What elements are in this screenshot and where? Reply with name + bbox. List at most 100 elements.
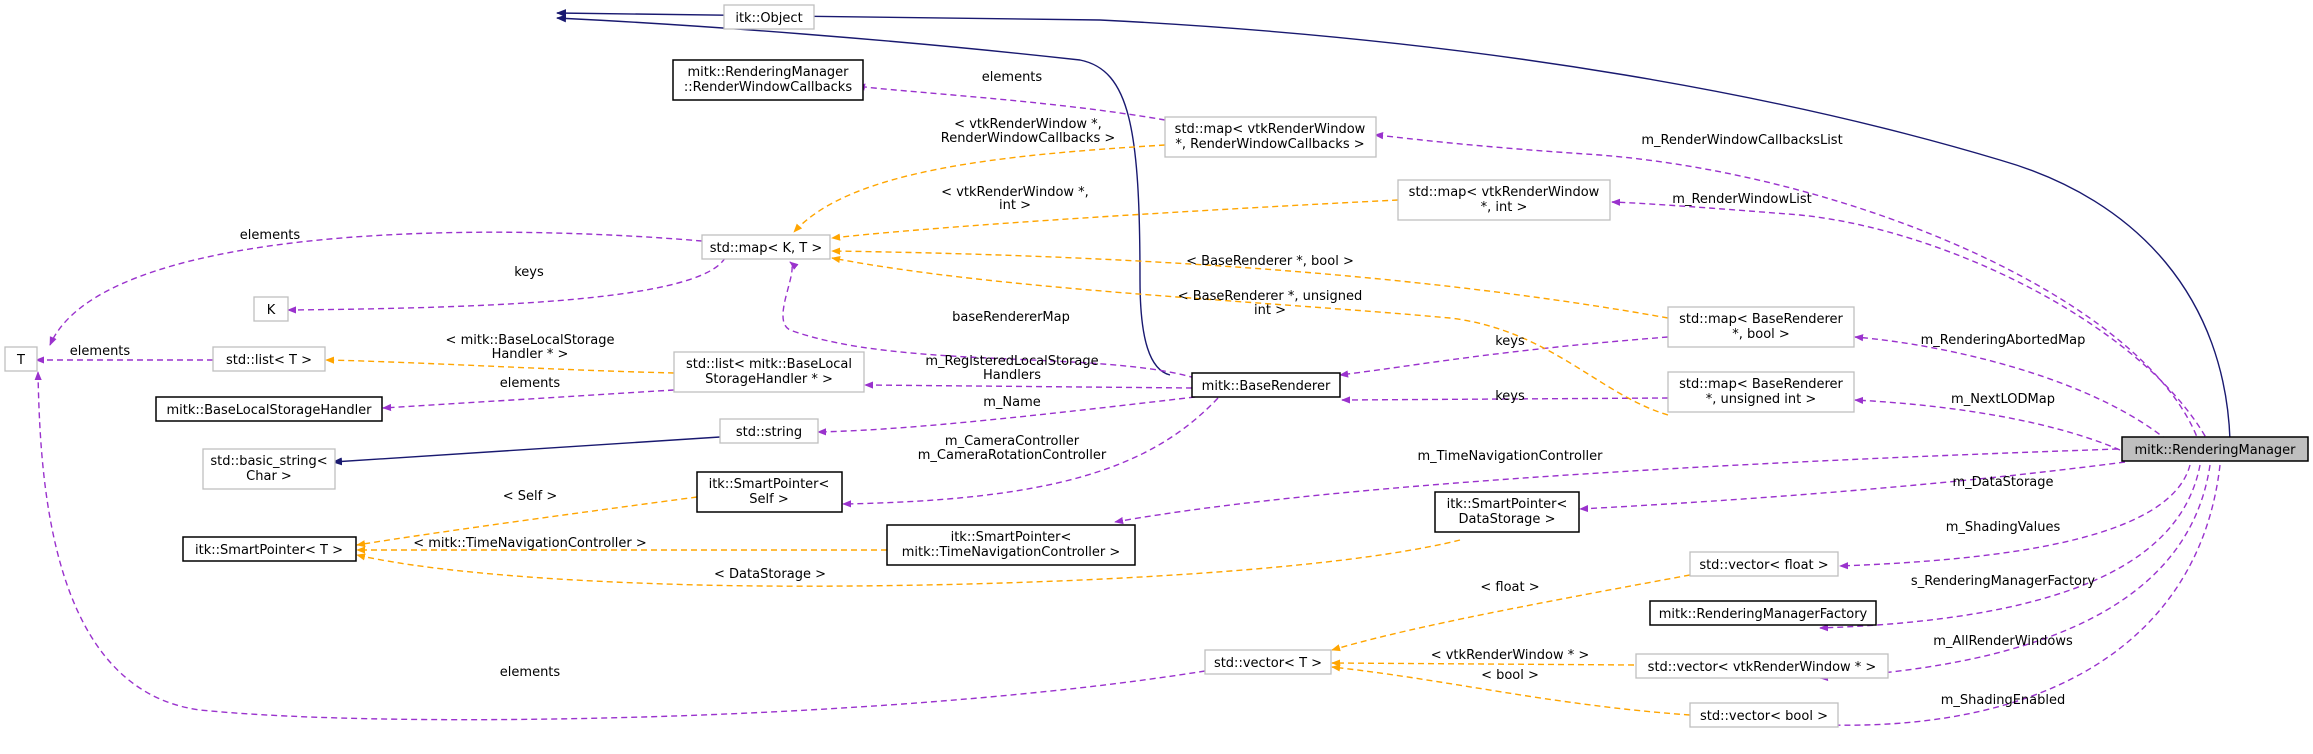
edge-rm-sp-ds (1579, 461, 2126, 513)
label-m-registered-2: Handlers (983, 368, 1041, 383)
label-m-rendering-aborted-map: m_RenderingAbortedMap (1921, 333, 2086, 348)
label-m-name: m_Name (983, 395, 1041, 410)
label-br-uint-tpl-2: int > (1254, 303, 1286, 318)
node-std-string[interactable]: std::string (719, 418, 819, 444)
node-rendering-manager-factory[interactable]: mitk::RenderingManagerFactory (1649, 600, 1877, 626)
node-map-vrw-callbacks[interactable]: std::map< vtkRenderWindow *, RenderWindo… (1164, 116, 1377, 158)
svg-text:mitk::RenderingManager: mitk::RenderingManager (687, 65, 849, 80)
label-br-bool-tpl: < BaseRenderer *, bool > (1186, 254, 1354, 269)
node-k[interactable]: K (253, 296, 289, 322)
svg-text:DataStorage >: DataStorage > (1459, 512, 1556, 527)
svg-text:std::list< mitk::BaseLocal: std::list< mitk::BaseLocal (686, 357, 852, 372)
label-vrw-cb-tpl-1: < vtkRenderWindow *, (954, 117, 1102, 132)
node-vector-bool[interactable]: std::vector< bool > (1689, 702, 1839, 728)
node-base-local-storage-handler[interactable]: mitk::BaseLocalStorageHandler (155, 396, 383, 422)
edge-map-br-uint-map-kt (831, 255, 1669, 416)
svg-text:itk::SmartPointer<: itk::SmartPointer< (1447, 497, 1568, 512)
node-sp-data-storage[interactable]: itk::SmartPointer< DataStorage > (1434, 491, 1580, 533)
label-keys-k: keys (514, 265, 544, 280)
svg-text:std::map< K, T >: std::map< K, T > (710, 241, 823, 256)
edge-rm-map-vrw-int (1611, 198, 2211, 446)
edge-rm-vector-float (1839, 464, 2191, 570)
label-m-all-render-windows: m_AllRenderWindows (1933, 634, 2073, 649)
edge-map-br-bool-br (1339, 336, 1669, 378)
svg-text:std::basic_string<: std::basic_string< (210, 454, 327, 469)
label-elements-callbacks: elements (982, 70, 1043, 85)
label-m-camera-rotation-controller: m_CameraRotationController (918, 448, 1107, 463)
node-vector-vrw[interactable]: std::vector< vtkRenderWindow * > (1635, 653, 1889, 679)
node-vector-float[interactable]: std::vector< float > (1689, 551, 1839, 577)
svg-text:itk::SmartPointer< T >: itk::SmartPointer< T > (195, 543, 343, 558)
label-base-renderer-map: baseRendererMap (952, 310, 1070, 325)
label-m-render-window-list: m_RenderWindowList (1672, 192, 1811, 207)
node-sp-self[interactable]: itk::SmartPointer< Self > (696, 471, 843, 513)
svg-text:std::map< BaseRenderer: std::map< BaseRenderer (1679, 312, 1843, 327)
svg-text:::RenderWindowCallbacks: ::RenderWindowCallbacks (684, 80, 852, 95)
node-sp-tnc[interactable]: itk::SmartPointer< mitk::TimeNavigationC… (886, 524, 1136, 566)
label-ds-tpl: < DataStorage > (714, 567, 826, 582)
edge-labels: elements < vtkRenderWindow *, RenderWind… (70, 70, 2096, 708)
svg-text:*, RenderWindowCallbacks >: *, RenderWindowCallbacks > (1175, 137, 1364, 152)
svg-text:T: T (16, 353, 25, 368)
label-m-data-storage: m_DataStorage (1952, 475, 2053, 490)
node-rendering-manager[interactable]: mitk::RenderingManager (2121, 436, 2309, 462)
edge-rm-sp-tnc (1114, 448, 2119, 525)
svg-text:itk::SmartPointer<: itk::SmartPointer< (709, 477, 830, 492)
label-elements-list: elements (70, 344, 131, 359)
edge-br-std-string (817, 396, 1196, 436)
node-sp-t[interactable]: itk::SmartPointer< T > (182, 536, 357, 562)
label-s-rendering-manager-factory: s_RenderingManagerFactory (1911, 574, 2095, 589)
edge-map-kt-k (287, 257, 726, 314)
edge-vector-bool-vector-t (1331, 664, 1691, 716)
edge-list-blsh-list-t (325, 356, 675, 374)
svg-text:std::list< T >: std::list< T > (226, 353, 312, 368)
node-render-window-callbacks[interactable]: mitk::RenderingManager ::RenderWindowCal… (672, 59, 864, 101)
node-t[interactable]: T (4, 346, 38, 372)
node-map-br-bool[interactable]: std::map< BaseRenderer *, bool > (1667, 306, 1855, 348)
node-base-renderer[interactable]: mitk::BaseRenderer (1191, 372, 1341, 398)
label-float-tpl: < float > (1480, 580, 1539, 595)
edge-map-br-bool-map-kt (831, 247, 1669, 319)
svg-text:std::map< vtkRenderWindow: std::map< vtkRenderWindow (1409, 185, 1600, 200)
edge-rm-map-br-bool (1854, 334, 2176, 448)
svg-text:mitk::RenderingManagerFactory: mitk::RenderingManagerFactory (1659, 607, 1868, 622)
label-self-tpl: < Self > (503, 489, 558, 504)
edge-map-vrw-int-map-kt (831, 199, 1399, 241)
edges (34, 9, 2231, 726)
node-list-blsh[interactable]: std::list< mitk::BaseLocal StorageHandle… (673, 351, 865, 393)
label-m-render-window-callbacks-list: m_RenderWindowCallbacksList (1641, 133, 1842, 148)
svg-text:std::vector< float >: std::vector< float > (1699, 558, 1828, 573)
node-map-br-uint[interactable]: std::map< BaseRenderer *, unsigned int > (1667, 371, 1855, 413)
svg-text:mitk::RenderingManager: mitk::RenderingManager (2134, 443, 2296, 458)
edge-map-br-uint-br (1341, 396, 1669, 404)
edge-sp-self-sp-t (356, 496, 698, 548)
label-vrw-tpl: < vtkRenderWindow * > (1431, 648, 1590, 663)
svg-text:itk::Object: itk::Object (735, 11, 802, 26)
label-m-time-navigation-controller: m_TimeNavigationController (1417, 449, 1603, 464)
label-vrw-int-tpl-1: < vtkRenderWindow *, (941, 185, 1089, 200)
label-m-next-lod-map: m_NextLODMap (1951, 392, 2055, 407)
edge-vector-vrw-vector-t (1331, 659, 1635, 667)
svg-text:K: K (267, 303, 276, 318)
edge-vector-t-t (34, 371, 1206, 721)
node-map-vrw-int[interactable]: std::map< vtkRenderWindow *, int > (1397, 179, 1611, 221)
edge-sp-ds-sp-t (356, 539, 1461, 587)
edge-map-kt-t (49, 231, 703, 346)
label-tnc-tpl: < mitk::TimeNavigationController > (413, 536, 647, 551)
edge-rm-vector-vrw (1819, 464, 2211, 682)
svg-text:std::map< BaseRenderer: std::map< BaseRenderer (1679, 377, 1843, 392)
node-vector-t[interactable]: std::vector< T > (1204, 649, 1332, 675)
node-basic-string[interactable]: std::basic_string< Char > (202, 448, 336, 490)
node-map-k-t[interactable]: std::map< K, T > (701, 234, 831, 260)
node-itk-object[interactable]: itk::Object (723, 4, 815, 30)
edge-br-sp-self (842, 397, 1219, 508)
svg-text:std::string: std::string (736, 425, 802, 440)
node-list-t[interactable]: std::list< T > (212, 346, 326, 372)
svg-text:std::map< vtkRenderWindow: std::map< vtkRenderWindow (1175, 122, 1366, 137)
label-keys-bool: keys (1495, 334, 1525, 349)
edge-std-string-basic-string (332, 436, 721, 466)
svg-text:mitk::BaseLocalStorageHandler: mitk::BaseLocalStorageHandler (166, 403, 372, 418)
edge-br-map-kt (782, 261, 1196, 379)
label-elements-map: elements (240, 228, 301, 243)
label-br-uint-tpl-1: < BaseRenderer *, unsigned (1178, 289, 1363, 304)
